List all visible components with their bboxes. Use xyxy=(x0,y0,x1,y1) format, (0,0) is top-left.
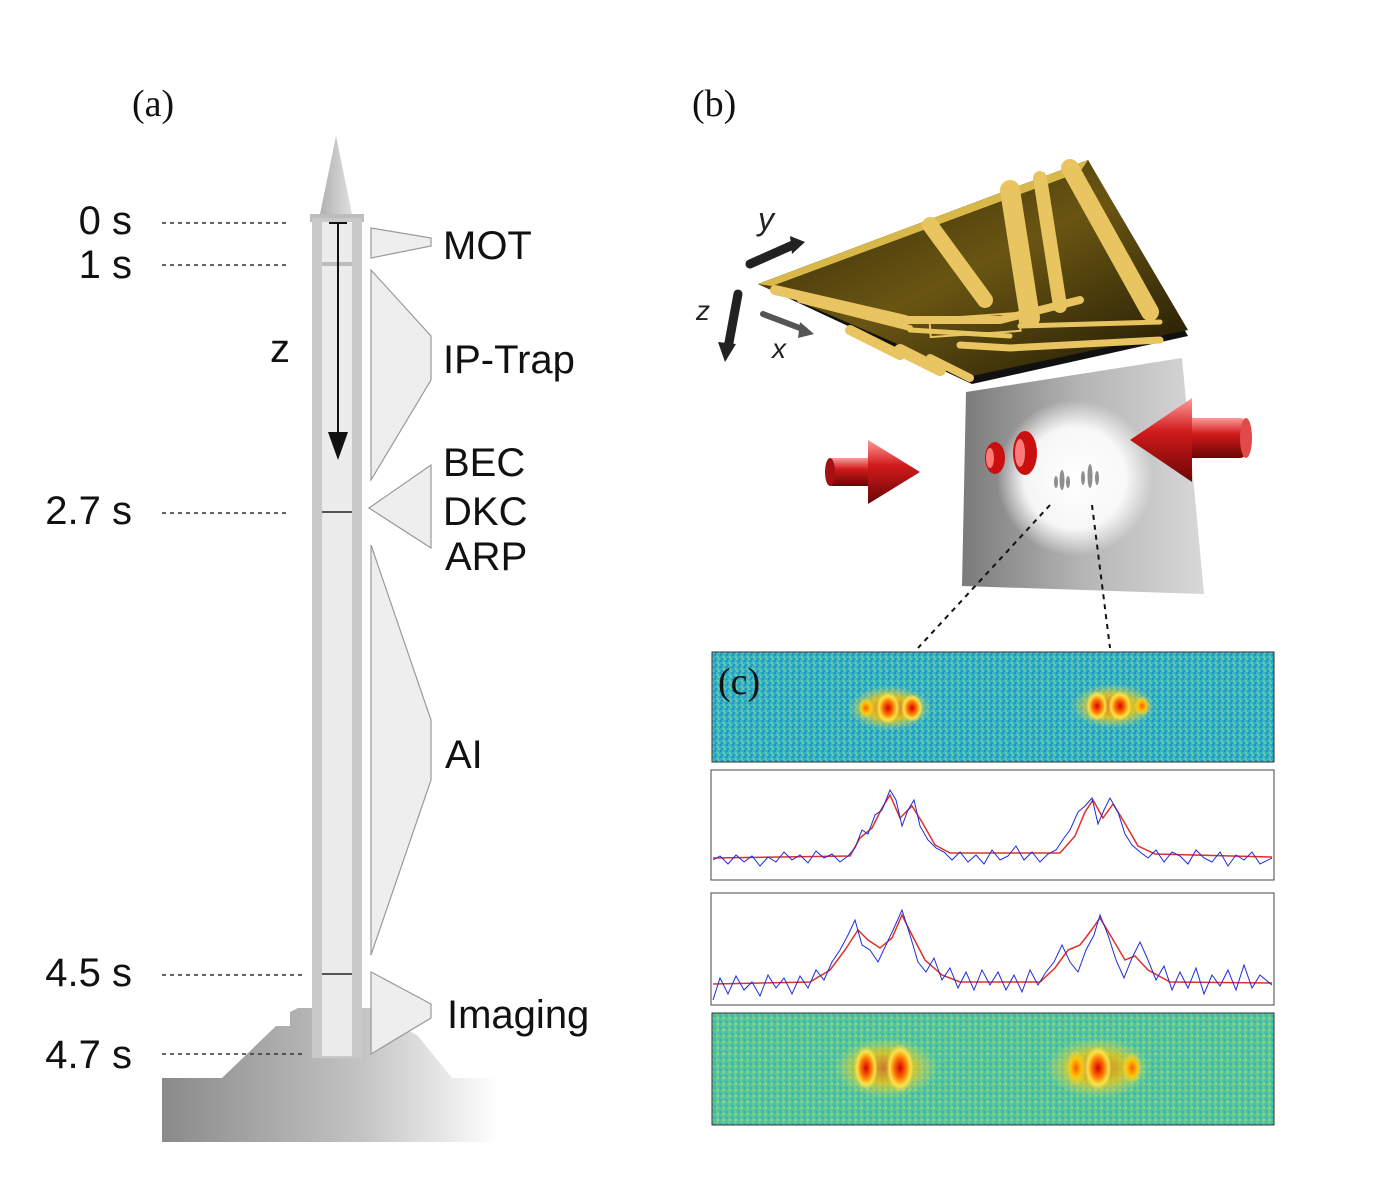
time-markers: 0 s 1 s 2.7 s 4.5 s 4.7 s xyxy=(45,199,302,1077)
profile-bottom-data xyxy=(712,908,1273,1001)
phase-bec: BEC xyxy=(443,441,525,485)
time-label-0s: 0 s xyxy=(79,199,132,243)
z-axis-label: z xyxy=(270,327,290,371)
phase-brackets xyxy=(367,227,432,1056)
coordinate-axes: y z x xyxy=(695,201,814,364)
panel-a-label: (a) xyxy=(132,83,174,125)
axis-y-label: y xyxy=(756,201,776,237)
rocket-base xyxy=(162,1008,498,1142)
density-profile-bottom xyxy=(710,892,1275,1006)
absorption-image-bottom xyxy=(711,1012,1275,1126)
bracket-ip-trap xyxy=(370,268,432,483)
bracket-ai xyxy=(370,544,432,956)
time-label-2-7s: 2.7 s xyxy=(45,489,132,533)
time-label-4-5s: 4.5 s xyxy=(45,951,132,995)
time-label-4-7s: 4.7 s xyxy=(45,1033,132,1077)
laser-beam-left xyxy=(825,440,920,504)
axis-x-label: x xyxy=(770,333,787,364)
profile-top-fit xyxy=(712,793,1273,859)
time-label-1s: 1 s xyxy=(79,243,132,287)
phase-imaging: Imaging xyxy=(447,993,589,1037)
absorption-image-top xyxy=(711,651,1275,763)
atom-clouds-red xyxy=(985,431,1037,475)
bracket-dkc xyxy=(367,463,432,550)
panel-b-label: (b) xyxy=(692,83,736,125)
atom-clouds-gray xyxy=(1054,464,1099,490)
z-axis-arrow xyxy=(328,222,348,460)
phase-labels: MOT IP-Trap BEC DKC ARP AI Imaging xyxy=(443,224,589,1037)
phase-arp: ARP xyxy=(445,535,527,579)
phase-mot: MOT xyxy=(443,224,532,268)
panel-c-label: (c) xyxy=(718,661,760,703)
phase-dkc: DKC xyxy=(443,490,527,534)
phase-ip-trap: IP-Trap xyxy=(443,338,575,382)
laser-beam-right xyxy=(1130,398,1252,482)
density-profile-top xyxy=(710,769,1275,881)
profile-top-data xyxy=(712,788,1273,867)
atom-chip xyxy=(758,159,1188,384)
phase-ai: AI xyxy=(445,733,483,777)
bracket-imaging xyxy=(370,971,432,1056)
bracket-mot xyxy=(370,227,432,259)
axis-z-label: z xyxy=(695,295,710,326)
connector-lines xyxy=(917,504,1111,649)
